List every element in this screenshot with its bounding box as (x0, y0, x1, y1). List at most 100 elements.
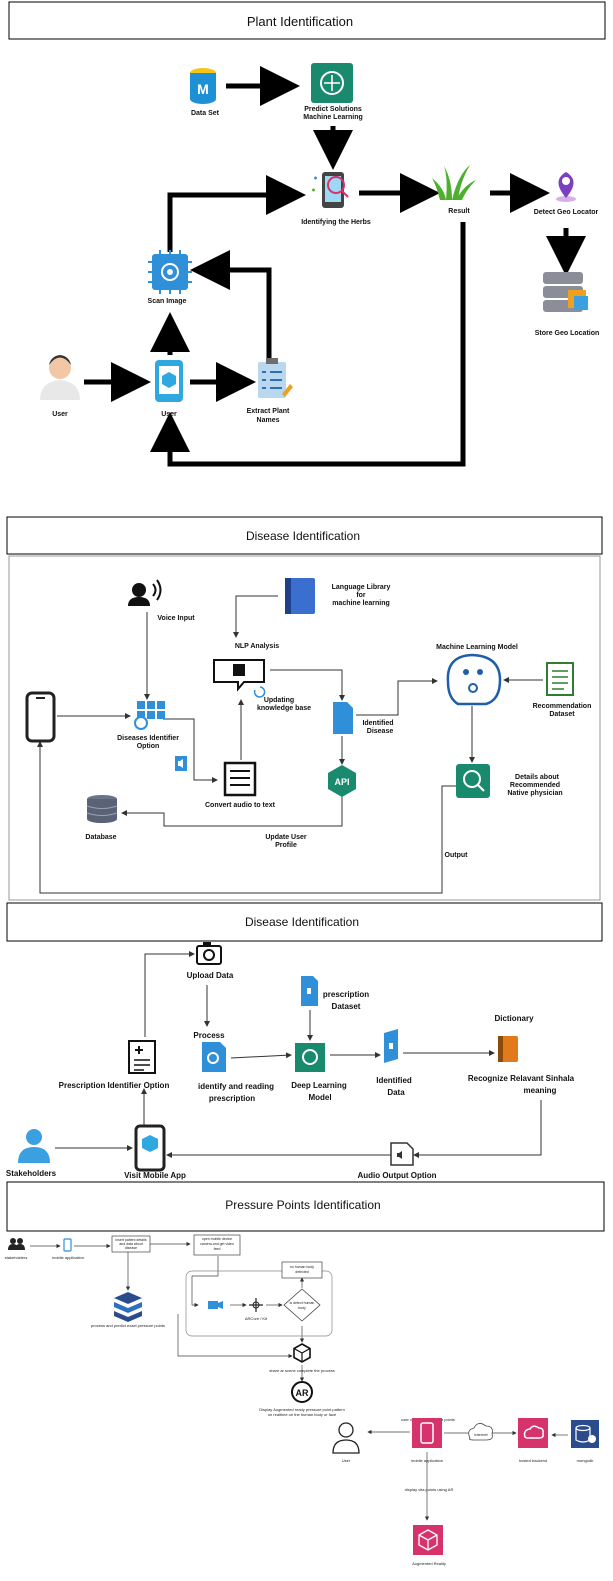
rec-label-a: Recognize Relavant Sinhala (468, 1074, 575, 1083)
details-label-2: Recommended (510, 782, 560, 789)
dictionary-label: Dictionary (494, 1014, 534, 1023)
mobile-app-pink-icon (412, 1418, 442, 1448)
presc-ds-label-2: Dataset (332, 1002, 361, 1011)
rec-label-b: meaning (524, 1086, 557, 1095)
identify-label-2: prescription (209, 1094, 255, 1103)
store-geo-label: Store Geo Location (535, 330, 600, 337)
group-users-icon (8, 1238, 25, 1250)
pressure-arrows (30, 1241, 568, 1521)
audio-label: Audio Output Option (357, 1171, 436, 1180)
disease-arrows (37, 595, 543, 894)
scan-image-label: Scan Image (148, 298, 187, 305)
detection-frame (185, 1270, 333, 1337)
pp-mobile-label: mobile application (52, 1255, 84, 1260)
disease-section: Disease Identification Voice (6, 516, 603, 901)
prescription-arrows (55, 951, 542, 1158)
camera-chip-icon (148, 250, 192, 294)
database-m-icon: M (190, 68, 216, 104)
text-document-icon (223, 761, 257, 797)
unity-logo-icon (293, 1343, 311, 1363)
mongodb-label: mongodb (577, 1458, 594, 1463)
extract-label-2: Names (257, 417, 280, 424)
display-vita-label: display vita points using AR (405, 1487, 454, 1492)
update-label-2: Profile (275, 842, 297, 849)
detect-label-2: body (298, 1306, 306, 1310)
augmented-label: Augmented Reality (412, 1561, 446, 1566)
rec-label-2: Dataset (549, 711, 575, 718)
server-database-icon (543, 272, 588, 312)
process-predict-label: process and predict exact pressure point… (91, 1323, 165, 1328)
database-icon (86, 795, 118, 823)
pp-user-label: User (342, 1458, 351, 1463)
lang-label-2: for (356, 592, 366, 599)
pressure-section: Pressure Points Identification stake (5, 1181, 605, 1566)
ar-badge-icon: AR (291, 1381, 313, 1403)
insert-label-2: and data about (119, 1242, 142, 1246)
disease-frame (8, 555, 601, 901)
mobile-app-icon (134, 1124, 166, 1172)
updating-label-2: knowledge base (257, 705, 311, 712)
detect-geo-label: Detect Geo Locator (534, 209, 599, 216)
option-label: Prescription Identifier Option (59, 1081, 170, 1090)
idata-label-1: Identified (376, 1076, 412, 1085)
mongodb-icon (571, 1420, 599, 1448)
open-camera-box (193, 1234, 241, 1256)
phone-magnifier-icon (312, 172, 349, 208)
voice-input-label: Voice Input (157, 615, 195, 622)
pp-mobile2-label: mobile application (411, 1458, 443, 1463)
document-list-icon (546, 662, 574, 696)
lang-label-1: Language Library (332, 584, 391, 591)
mobile-phone-icon (155, 360, 183, 402)
augmented-reality-icon (413, 1525, 443, 1555)
stakeholders-label: Stakeholders (6, 1169, 57, 1178)
svg-text:API: API (334, 777, 349, 787)
diseases-label-1: Diseases Identifier (117, 735, 179, 742)
dataset-file-icon (301, 976, 318, 1006)
ml-model-label: Machine Learning Model (436, 644, 518, 651)
predict-label-1: Predict Solutions (304, 106, 362, 113)
presc-ds-label-1: prescription (323, 990, 369, 999)
arcore-label: ARCore / Kit (245, 1316, 268, 1321)
nlp-label: NLP Analysis (235, 643, 279, 650)
user-outline-icon (332, 1422, 360, 1454)
audio-output-icon (390, 1142, 414, 1166)
internet-cloud-icon (468, 1423, 493, 1441)
updating-label-1: Updating (264, 697, 294, 704)
book-icon (285, 578, 315, 614)
share-label: share ar scene complete the process (269, 1368, 335, 1373)
plant-title: Plant Identification (247, 14, 353, 29)
process-label: Process (193, 1031, 225, 1040)
document-icon (333, 702, 353, 734)
open-label-3: feed (214, 1247, 221, 1251)
audio-file-icon (175, 756, 187, 771)
layers-stack-icon (114, 1292, 142, 1322)
user-avatar-icon (40, 355, 80, 400)
convert-label: Convert audio to text (205, 802, 276, 809)
internet-label: internet (474, 1432, 488, 1437)
open-label-2: camera and get video (200, 1242, 234, 1246)
user-phone-label: User (161, 411, 177, 418)
decision-diamond (283, 1288, 321, 1322)
pressure-title-box (6, 1181, 605, 1232)
ai-head-icon (446, 653, 502, 706)
database-label: Database (85, 834, 116, 841)
hosted-label: hosted backend (519, 1458, 547, 1463)
plant-arrows (84, 66, 586, 467)
identified-label-2: Disease (367, 728, 394, 735)
update-label-1: Update User (265, 834, 307, 841)
insert-label-3: disease (125, 1246, 137, 1250)
location-pin-icon (556, 172, 576, 202)
chat-chip-icon (213, 659, 265, 692)
dl-label-1: Deep Learning (291, 1081, 347, 1090)
details-label-3: Native physician (507, 790, 562, 797)
data-file-icon (384, 1029, 398, 1063)
display-label-2: on realtime on the human body or face (268, 1412, 337, 1417)
move-arrows-icon (249, 1298, 263, 1312)
smartphone-icon (25, 691, 56, 743)
insert-label-1: insert patient details (115, 1238, 146, 1242)
result-label: Result (448, 208, 470, 215)
dl-label-2: Model (308, 1093, 331, 1102)
pressure-title: Pressure Points Identification (225, 1198, 380, 1212)
plant-title-box (8, 1, 606, 40)
